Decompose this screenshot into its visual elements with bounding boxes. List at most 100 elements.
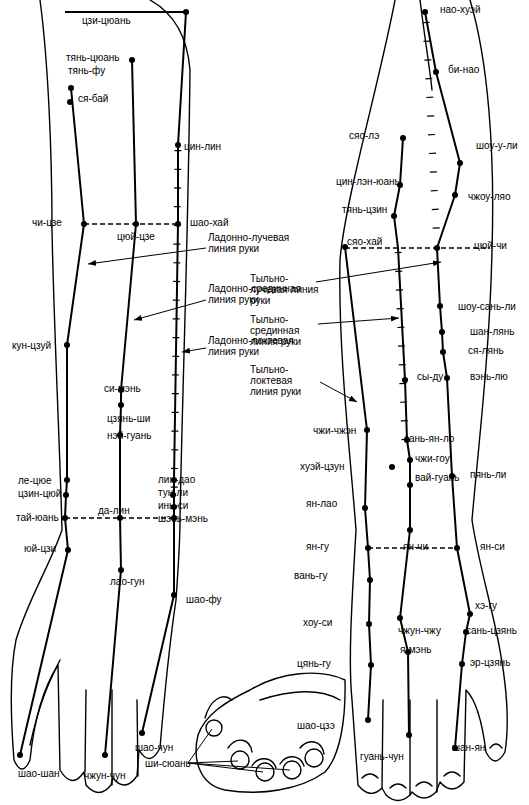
pointer-arrow	[318, 318, 399, 324]
acupoint-dot	[402, 377, 408, 383]
point-label: шао-цзэ	[297, 720, 335, 731]
acupoint-dot	[397, 615, 403, 621]
point-label: шоу-сань-ли	[458, 301, 516, 312]
point-label: хоу-си	[303, 617, 332, 628]
point-label: ян-чи	[403, 541, 428, 552]
acupoint-dot	[389, 464, 395, 470]
ruler-ticks	[398, 252, 405, 440]
line-name: Тыльно-срединная линия руки	[250, 314, 322, 347]
meridian-line	[142, 12, 186, 733]
acupoint-dot	[434, 245, 440, 251]
acupoint-dot	[406, 732, 412, 738]
finger-line	[382, 0, 437, 795]
point-label: шоу-у-ли	[476, 140, 518, 151]
point-label: ле-цюе	[18, 475, 52, 486]
point-label: ся-бай	[78, 93, 108, 104]
point-label: пянь-ли	[470, 469, 506, 480]
acupoint-dot	[367, 577, 373, 583]
point-label: тянь-цюань	[66, 52, 120, 63]
acupoint-dot	[175, 221, 181, 227]
point-label: эр-цзянь	[470, 657, 510, 668]
acupoint-dot	[118, 567, 124, 573]
line-name: Ладонно-лучевая линия руки	[208, 232, 308, 254]
point-label: шао-шан	[18, 768, 60, 779]
acupoint-dot	[407, 527, 413, 533]
level-line	[345, 247, 490, 249]
point-label: тянь-фу	[68, 65, 105, 76]
acupoint-dot	[365, 717, 371, 723]
acupoint-dot	[400, 135, 406, 141]
meridian-line	[65, 11, 186, 13]
point-label: шао-чун	[135, 742, 173, 753]
point-label: цюй-чи	[474, 240, 507, 251]
acupoint-dot	[365, 545, 371, 551]
acupoint-dot	[422, 9, 428, 15]
point-label: шэнь-мэнь	[158, 513, 208, 524]
point-label: чжун-чун	[84, 770, 126, 781]
point-label: тай-юань	[16, 512, 59, 523]
point-label: сяо-лэ	[349, 130, 379, 141]
point-label: ян-си	[480, 541, 505, 552]
point-label: лин-дао	[158, 474, 195, 485]
point-label: чи-цзе	[32, 217, 62, 228]
acupoint-dot	[175, 142, 181, 148]
line-name: Тыльно-локтевая линия руки	[250, 364, 322, 397]
acupoint-dot	[81, 221, 87, 227]
acupoint-dot	[407, 482, 413, 488]
pointer-arrow	[320, 382, 357, 402]
small-hand	[196, 673, 345, 792]
acupoint-dot	[64, 342, 70, 348]
acupoint-dot	[454, 545, 460, 551]
finger-line	[30, 660, 138, 785]
pointer-arrow	[316, 262, 441, 282]
acupoint-dot	[364, 427, 370, 433]
point-label: тянь-цзин	[342, 204, 387, 215]
acupoint-dot	[459, 661, 465, 667]
point-label: чжи-чжэн	[313, 425, 356, 436]
acupoint-dot	[64, 477, 70, 483]
ruler-ticks	[174, 150, 178, 515]
point-label: сань-ян-ло	[404, 433, 454, 444]
meridian-line	[20, 88, 84, 755]
point-label: цянь-гу	[297, 658, 331, 669]
acupoint-dot	[391, 213, 397, 219]
acupoint-dot	[133, 221, 139, 227]
acupoint-dot	[407, 457, 413, 463]
line-name: Тыльно-лучевая линия руки	[250, 273, 322, 306]
point-label: ся-лянь	[468, 345, 504, 356]
point-label: шан-лянь	[470, 326, 514, 337]
pointer-arrow	[182, 348, 206, 352]
acupoint-dot	[452, 192, 458, 198]
small-hand	[205, 692, 340, 768]
point-label: шан-ян	[452, 742, 485, 753]
arm-outline	[11, 0, 190, 793]
level-line	[84, 223, 178, 225]
acupoint-dot	[440, 349, 446, 355]
fingertip	[256, 763, 274, 781]
point-label: хуэй-цзун	[300, 461, 345, 472]
leader-line	[188, 761, 238, 763]
point-label: хэ-гу	[475, 600, 497, 611]
point-label: цзянь-ши	[107, 413, 150, 424]
acupoint-dot	[183, 9, 189, 15]
point-label: ян-лао	[306, 498, 337, 509]
acupoint-dot	[366, 621, 372, 627]
point-label: да-лин	[98, 505, 130, 516]
point-label: ян-гу	[306, 541, 329, 552]
point-label: цин-лэн-юань	[336, 176, 400, 187]
point-label: шао-хай	[190, 217, 229, 228]
acupoint-dot	[467, 611, 473, 617]
acupoint-dot	[17, 752, 23, 758]
meridian-line	[345, 247, 371, 720]
acupoint-dot	[129, 57, 135, 63]
point-label: сяо-хай	[347, 236, 382, 247]
point-label: вай-гуань	[415, 472, 460, 483]
point-label: би-нао	[448, 64, 479, 75]
acupoint-dot	[437, 303, 443, 309]
leader-line	[188, 729, 212, 763]
arm-outline	[340, 0, 507, 801]
acupoint-dot	[433, 69, 439, 75]
point-label: кун-цзуй	[12, 340, 51, 351]
